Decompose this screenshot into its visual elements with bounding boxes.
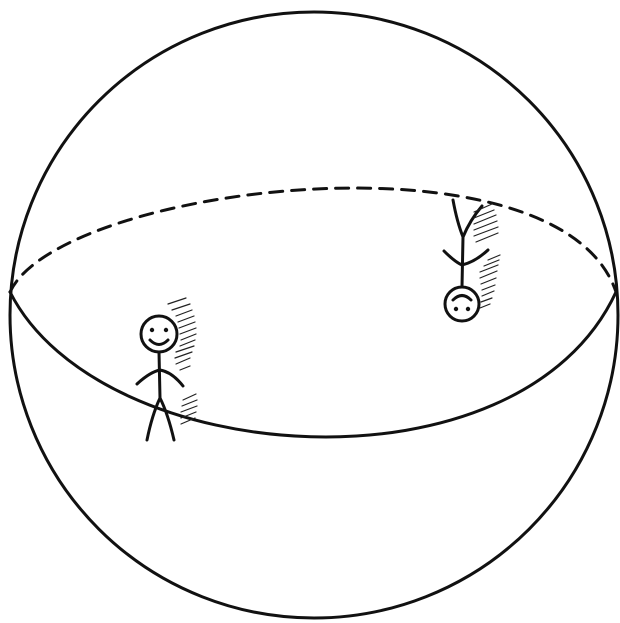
upright-shadow-hatching — [168, 298, 197, 424]
sphere-outline — [10, 12, 618, 618]
equator-back-dashed — [10, 188, 616, 292]
upright-head — [141, 316, 177, 352]
inverted-head — [445, 287, 479, 321]
inverted-stick-figure — [444, 200, 500, 321]
upright-body — [159, 352, 160, 398]
inverted-shadow-hatching — [474, 204, 500, 308]
inverted-body — [462, 237, 463, 287]
upright-smile — [150, 340, 168, 345]
inverted-right-eye — [466, 307, 470, 311]
inverted-arms — [444, 250, 488, 265]
equator-front-solid — [10, 292, 616, 437]
inverted-left-eye — [454, 307, 458, 311]
upright-left-eye — [150, 328, 154, 332]
upright-right-eye — [164, 328, 168, 332]
inverted-left-leg — [453, 200, 463, 237]
inverted-smile — [453, 296, 471, 301]
upright-right-leg — [160, 398, 174, 440]
